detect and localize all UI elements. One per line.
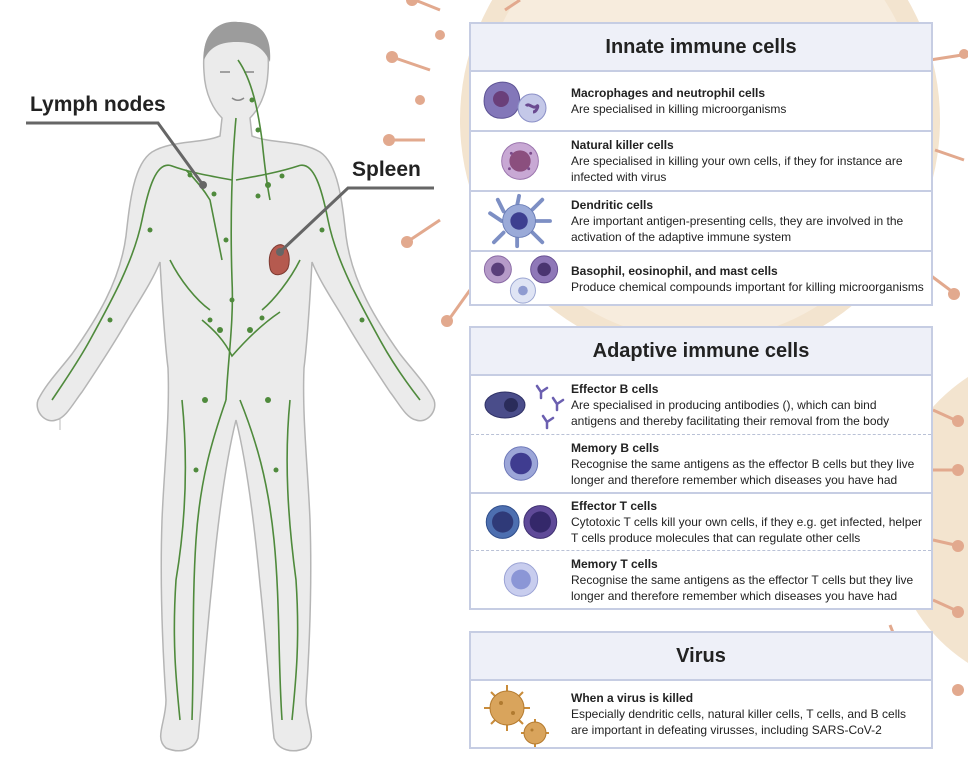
row-title: Memory B cells bbox=[571, 440, 660, 455]
row-description: Produce chemical compounds important for… bbox=[571, 280, 924, 294]
effector-t-cell-icon bbox=[485, 505, 558, 539]
lymph-nodes-label: Lymph nodes bbox=[30, 93, 166, 116]
list-item: Macrophages and neutrophil cells Are spe… bbox=[471, 72, 931, 130]
adaptive-panel-title: Adaptive immune cells bbox=[471, 328, 931, 376]
row-description: Are specialised in killing microorganism… bbox=[571, 102, 787, 116]
memory-t-cell-icon bbox=[503, 562, 539, 597]
lymphatic-vessels bbox=[51, 59, 421, 721]
row-description: Especially dendritic cells, natural kill… bbox=[571, 707, 907, 737]
spleen-organ bbox=[268, 244, 290, 276]
row-title: Macrophages and neutrophil cells bbox=[571, 86, 766, 100]
list-item: When a virus is killed Especially dendri… bbox=[471, 681, 931, 747]
body-silhouette bbox=[36, 23, 436, 752]
row-title: Effector B cells bbox=[571, 382, 659, 396]
row-title: Memory T cells bbox=[571, 556, 658, 571]
row-description: Cytotoxic T cells kill your own cells, i… bbox=[571, 515, 923, 545]
innate-panel-title: Innate immune cells bbox=[471, 24, 931, 72]
list-item: Effector T cells Cytotoxic T cells kill … bbox=[471, 492, 931, 550]
virus-panel: Virus When a virus is killed Especiall bbox=[469, 631, 933, 749]
list-item: Memory B cells Recognise the same antige… bbox=[471, 434, 931, 492]
row-description: Are specialised in producing antibodies … bbox=[571, 398, 890, 428]
list-item: Natural killer cells Are specialised in … bbox=[471, 130, 931, 190]
list-item: Memory T cells Recognise the same antige… bbox=[471, 550, 931, 608]
basophil-eosinophil-mast-icon bbox=[483, 255, 559, 304]
list-item: Effector B cells Are specialised in prod… bbox=[471, 376, 931, 434]
spleen-label: Spleen bbox=[352, 158, 421, 181]
virus-icon bbox=[484, 685, 549, 747]
callout-lines bbox=[26, 121, 434, 256]
natural-killer-cell-icon bbox=[501, 142, 539, 180]
list-item: Dendritic cells Are important antigen-pr… bbox=[471, 190, 931, 250]
row-description: Recognise the same antigens as the effec… bbox=[571, 456, 915, 487]
virus-panel-title: Virus bbox=[471, 633, 931, 681]
row-title: Natural killer cells bbox=[571, 138, 674, 152]
row-title: Dendritic cells bbox=[571, 198, 654, 212]
macrophage-neutrophil-icon bbox=[483, 81, 547, 123]
effector-b-cell-icon bbox=[484, 384, 565, 430]
innate-immune-cells-panel: Innate immune cells Macrophages and neut… bbox=[469, 22, 933, 306]
dendritic-cell-icon bbox=[488, 193, 552, 249]
row-title: Effector T cells bbox=[571, 499, 658, 513]
row-description: Recognise the same antigens as the effec… bbox=[571, 572, 914, 603]
row-description: Are important antigen-presenting cells, … bbox=[571, 214, 904, 244]
adaptive-immune-cells-panel: Adaptive immune cells Effector B cells A… bbox=[469, 326, 933, 610]
row-title: When a virus is killed bbox=[571, 691, 694, 705]
list-item: Basophil, eosinophil, and mast cells Pro… bbox=[471, 250, 931, 306]
memory-b-cell-icon bbox=[503, 446, 539, 481]
row-description: Are specialised in killing your own cell… bbox=[571, 154, 903, 184]
row-title: Basophil, eosinophil, and mast cells bbox=[571, 264, 778, 278]
